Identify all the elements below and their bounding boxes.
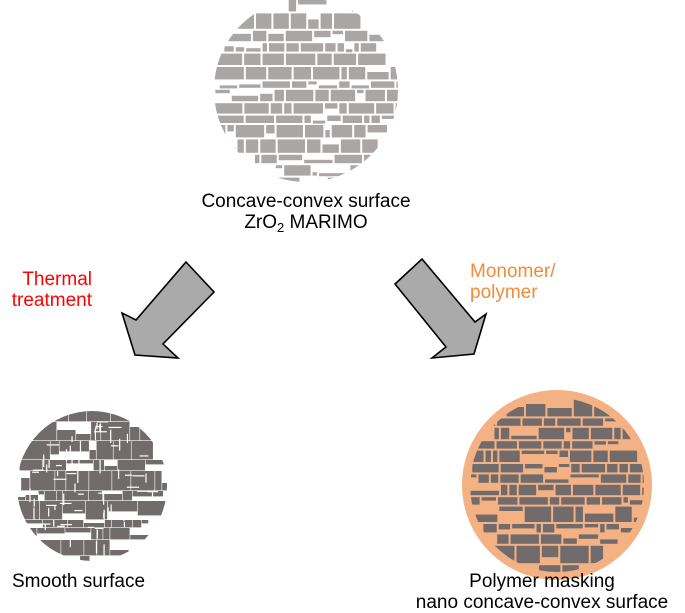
zro-text: ZrO: [244, 212, 278, 233]
subscript-2: 2: [277, 220, 285, 235]
polymer-masking-caption: Polymer masking nano concave-convex surf…: [380, 571, 685, 613]
smooth-surface-caption: Smooth surface: [12, 571, 146, 592]
treatment-line: treatment: [11, 290, 92, 311]
marimo-text: MARIMO: [284, 212, 368, 233]
thermal-treatment-arrow-icon: [120, 260, 216, 359]
polymer-line: polymer: [470, 282, 538, 303]
nano-surface-line: nano concave-convex surface: [415, 592, 669, 613]
thermal-treatment-label: Thermal treatment: [0, 269, 92, 311]
top-title-line2: ZrO2 MARIMO: [170, 212, 442, 235]
top-particle-caption: Concave-convex surface ZrO2 MARIMO: [170, 191, 442, 235]
monomer-polymer-label: Monomer/ polymer: [470, 261, 590, 303]
thermal-line: Thermal: [22, 269, 92, 290]
polymer-masking-line: Polymer masking: [469, 571, 615, 592]
monomer-line: Monomer/: [470, 261, 556, 282]
zro2-marimo-particle: [214, 0, 398, 182]
top-title-line1: Concave-convex surface: [201, 191, 411, 212]
smooth-surface-particle: [17, 411, 167, 561]
monomer-polymer-arrow-icon: [393, 257, 488, 360]
